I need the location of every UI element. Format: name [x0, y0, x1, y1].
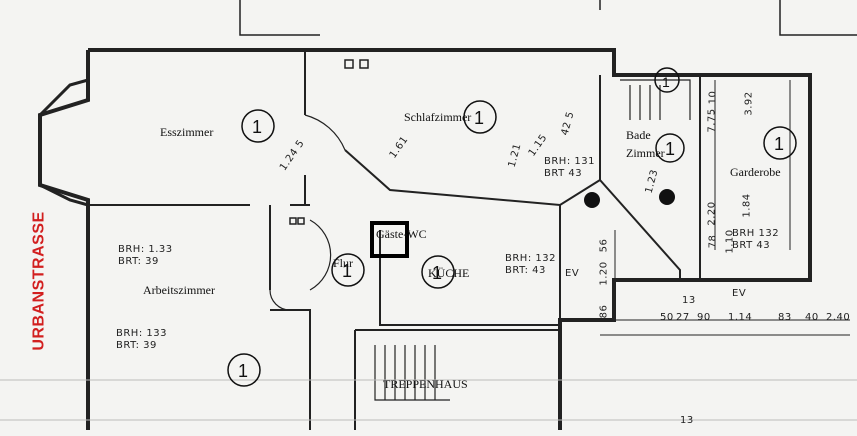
room-bade-2: Zimmer	[626, 146, 665, 160]
wall-flur	[269, 205, 311, 430]
dim-brh-2: BRH: 133	[116, 328, 167, 339]
dim-90: 90	[697, 312, 711, 323]
wall-kueche-top	[344, 149, 601, 207]
room-flur: Flur	[333, 256, 354, 270]
dim-27: 27	[676, 312, 690, 323]
dim-2-40: 2.40	[826, 312, 851, 323]
room-bade-1: Bade	[626, 128, 651, 142]
dim-50: 50	[660, 312, 674, 323]
room-treppenhaus: TREPPENHAUS	[383, 377, 468, 391]
room-kueche: KÜCHE	[428, 266, 470, 280]
dim-78: 78	[707, 234, 719, 249]
dim-13-b: 13	[680, 415, 694, 426]
wall-kueche-left	[379, 230, 560, 326]
dim-1-20: 1.20	[598, 261, 610, 286]
room-garderobe: Garderobe	[730, 165, 781, 179]
dim-83: 83	[778, 312, 792, 323]
dim-line-garderobe	[714, 80, 791, 250]
room-arbeitszimmer: Arbeitszimmer	[143, 283, 215, 297]
dim-brt-2: BRT: 39	[116, 340, 157, 351]
dim-brt-kueche: BRT: 43	[505, 265, 546, 276]
dim-brh-garderobe: BRH 132	[732, 228, 780, 239]
door-swing-1	[304, 114, 346, 151]
dim-1-84: 1.84	[741, 193, 753, 218]
top-structure	[239, 0, 857, 36]
dim-1-10: 1.10	[724, 229, 736, 254]
dim-3-92: 3.92	[743, 91, 755, 116]
dim-line-bottom	[600, 319, 850, 336]
dim-13-a: 13	[682, 295, 696, 306]
gaeste-wc-highlight	[370, 221, 409, 258]
dim-2-20: 2.20	[706, 201, 718, 226]
dim-40: 40	[805, 312, 819, 323]
dim-brt-schlaf: BRT 43	[544, 168, 583, 179]
fixture-1	[584, 192, 600, 208]
dim-56: 56	[598, 238, 610, 253]
dim-7-75: 7.75	[706, 108, 718, 133]
dim-brh-1: BRH: 1.33	[118, 244, 173, 255]
dim-10: 10	[707, 90, 719, 105]
dim-86: 86	[598, 304, 610, 319]
dim-brt-1: BRT: 39	[118, 256, 159, 267]
outer-wall-left	[38, 50, 90, 430]
fixture-2	[659, 189, 675, 205]
dim-1-14: 1.14	[728, 312, 753, 323]
dim-ev-2: EV	[732, 288, 747, 299]
dim-brh-kueche: BRH: 132	[505, 253, 556, 264]
room-esszimmer: Esszimmer	[160, 125, 214, 139]
dim-ev-1: EV	[565, 268, 580, 279]
room-gaeste-wc: Gäste-WC	[376, 227, 427, 241]
dim-brt-garderobe: BRT 43	[732, 240, 771, 251]
outer-wall	[88, 48, 812, 430]
wall-bad-left	[599, 75, 681, 280]
bath-stairs	[620, 79, 691, 120]
stairs	[374, 345, 450, 401]
street-label: URBANSTRASSE	[30, 211, 48, 351]
room-schlafzimmer: Schlafzimmer	[404, 110, 472, 124]
door-swing-2	[269, 289, 291, 311]
door-swing-3	[309, 219, 332, 291]
bay-window	[38, 78, 89, 207]
dim-brh-schlaf: BRH: 131	[544, 156, 595, 167]
bottom-grid	[0, 379, 857, 421]
